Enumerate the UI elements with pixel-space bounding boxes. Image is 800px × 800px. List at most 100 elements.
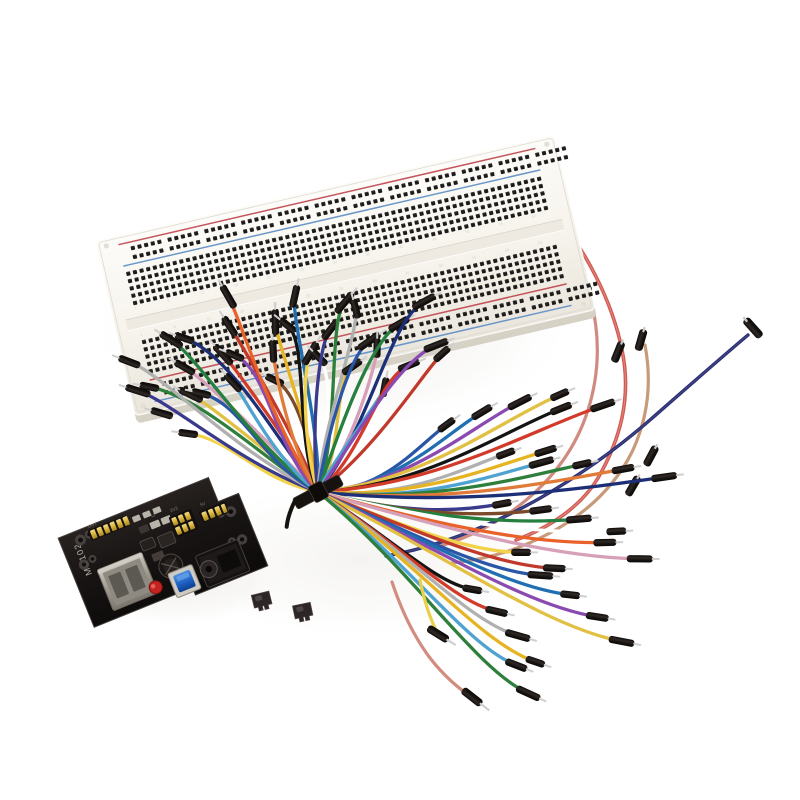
svg-text:16: 16 <box>233 282 239 288</box>
wire-male-pin <box>485 605 515 617</box>
wire-male-pin <box>118 384 151 398</box>
wire-male-pin <box>651 472 684 483</box>
rail-line-blue-bottom <box>154 304 572 403</box>
jumper-wire <box>316 490 530 695</box>
wire-male-pin <box>606 527 634 536</box>
svg-text:46: 46 <box>432 236 438 242</box>
wire-male-pin <box>154 328 184 349</box>
wire-male-pin <box>209 339 234 366</box>
svg-text:OUT: OUT <box>87 521 98 529</box>
wire-male-pin <box>585 612 616 622</box>
wire-male-pin <box>491 498 519 509</box>
jumper-wire <box>232 353 320 494</box>
wire-male-pin <box>611 463 642 475</box>
corner-dimple-bl <box>140 403 146 409</box>
jumper-wire <box>127 360 320 494</box>
wire-male-pin <box>172 385 204 403</box>
svg-text:C: C <box>150 512 157 518</box>
jumper-cap <box>250 590 273 612</box>
wire-male-pin <box>219 310 238 337</box>
jumper-wire <box>316 475 666 500</box>
floating-pin-b <box>643 443 659 467</box>
wire-male-pin <box>184 388 212 399</box>
jumper-wire <box>316 322 401 494</box>
cable-zip-tie <box>284 475 344 529</box>
wire-male-pin <box>218 348 245 362</box>
svg-text:51: 51 <box>465 228 471 234</box>
wire-male-pin <box>495 447 522 460</box>
smd-components: C <box>131 506 177 562</box>
wire-male-pin <box>334 287 358 314</box>
svg-text:51: 51 <box>471 254 477 260</box>
wire-male-pin <box>289 278 301 308</box>
wire-male-pin <box>273 314 297 334</box>
wire-male-pin <box>301 335 321 366</box>
wire-male-pin <box>271 302 280 336</box>
wire-male-pin <box>437 414 461 433</box>
svg-text:11: 11 <box>200 289 206 295</box>
wire-male-pin <box>423 337 455 353</box>
wire-male-pin <box>560 590 588 600</box>
svg-text:1: 1 <box>140 331 144 337</box>
wire-male-pin <box>171 428 199 439</box>
jumper-wire <box>316 403 605 494</box>
wire-male-pin <box>350 292 361 319</box>
jumper-wire <box>316 490 537 664</box>
svg-text:6: 6 <box>173 324 177 330</box>
wire-male-pin <box>593 538 624 547</box>
svg-text:26: 26 <box>305 293 311 299</box>
loose-wire-pink <box>390 580 490 712</box>
wire-male-pin <box>626 555 660 563</box>
jumper-wire <box>316 352 444 494</box>
svg-text:41: 41 <box>399 243 405 249</box>
wire-male-pin <box>269 332 278 363</box>
jumper-wire <box>316 490 642 561</box>
power-button[interactable] <box>167 564 202 598</box>
svg-text:21: 21 <box>266 274 272 280</box>
wire-male-pin <box>565 514 599 524</box>
jumper-caps-group <box>250 590 314 623</box>
corner-dimple-br <box>581 301 587 307</box>
wire-male-pin <box>572 459 599 470</box>
wire-male-pin <box>411 291 442 311</box>
wire-male-pin <box>217 279 237 309</box>
wire-male-pin <box>515 685 547 703</box>
rail-line-blue-top <box>123 169 541 267</box>
wire-male-pin <box>542 564 573 573</box>
jumper-wire <box>316 343 438 494</box>
jumper-wire <box>136 389 320 494</box>
pin-header-left <box>87 516 130 541</box>
wire-male-pin <box>504 629 538 642</box>
wire-male-pin <box>549 401 579 416</box>
power-led <box>148 580 163 595</box>
jumper-wire <box>199 391 320 494</box>
svg-text:31: 31 <box>332 259 338 265</box>
barrel-jack <box>195 539 251 588</box>
wire-male-pin <box>433 342 455 363</box>
wire-male-pin <box>111 354 141 369</box>
loose-wire-yellow <box>418 578 457 646</box>
svg-text:36: 36 <box>366 251 372 257</box>
svg-text:11: 11 <box>206 316 212 322</box>
wire-male-pin <box>527 571 561 580</box>
svg-text:16: 16 <box>239 308 245 314</box>
jumper-wire <box>186 431 320 494</box>
svg-text:1: 1 <box>134 305 138 311</box>
pin-header-mid <box>168 508 199 538</box>
rail-line-red-top <box>118 147 536 246</box>
svg-text:46: 46 <box>438 262 444 268</box>
pin-header-right <box>198 501 229 523</box>
svg-text:6: 6 <box>167 297 171 303</box>
wire-male-pin <box>534 444 564 457</box>
svg-text:56: 56 <box>498 221 504 227</box>
wire-male-pin <box>168 357 196 376</box>
wire-male-pin <box>525 655 552 668</box>
jumper-wire <box>316 307 358 494</box>
jumper-wire <box>316 393 562 494</box>
pcb-silkscreen-marks: 3V3 5V OUT <box>87 501 206 529</box>
jumper-wire <box>316 490 624 644</box>
wire-male-pin <box>528 456 561 469</box>
svg-text:56: 56 <box>504 247 510 253</box>
